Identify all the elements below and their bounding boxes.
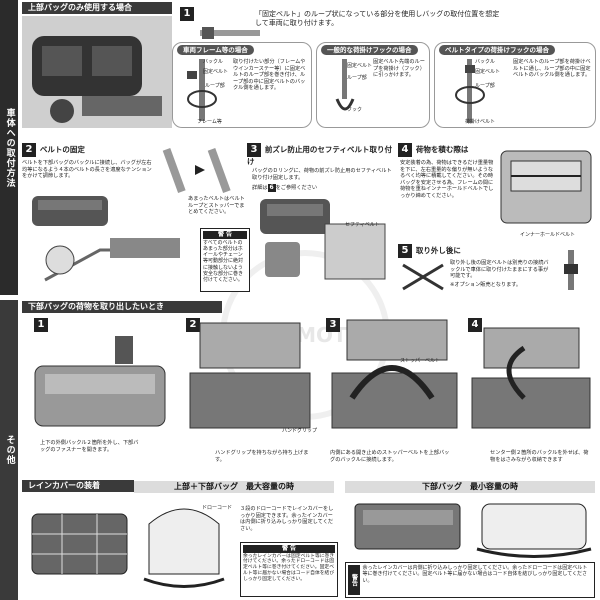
- rain-cover-full-title: 上部＋下部バッグ 最大容量の時: [134, 481, 334, 493]
- step-2-warning-text: すべてのベルトのあまった部分はホイールやチェーン等可動部分に絶対に接触しないよう…: [203, 239, 244, 284]
- other-step-4-text: センター側２箇所のバックルを外せば、荷物をはさみながら収納できます: [490, 450, 589, 463]
- rain-cover-min-title: 下部バッグ 最小容量の時: [345, 481, 595, 493]
- step-3-text: バッグのＤリングに、荷物の前ズレ防止用のセフティベルト取り付け固定します。: [252, 168, 392, 181]
- other-step-3-text: 内側にある開き止めのストッパーベルトを上部バッグのバックルに接続します。: [330, 450, 450, 463]
- frame-title: 車両フレーム等の場合: [177, 45, 254, 56]
- other-step-4-illustration: [471, 327, 591, 429]
- sidebar-other: その他: [0, 300, 18, 600]
- other-step-1-badge: 1: [34, 318, 48, 332]
- hook-label-loop: ループ部: [347, 75, 367, 81]
- rain-cover-warning-min-title: 警告: [348, 565, 360, 595]
- belt-type-illustration: [455, 59, 485, 123]
- belt-type-text: 固定ベルトのループ部を荷掛けベルトに通し、ループ部の中に固定ベルトのバックル側を…: [513, 59, 591, 78]
- frame-label-loop: ループ部: [205, 83, 225, 89]
- section-header-take-out: 下部バッグの荷物を取り出したいとき: [22, 301, 222, 313]
- step-2-excess: あまったベルトはベルトループとストッパーでまとめてください。: [188, 196, 245, 215]
- step-3-heading: 3 前ズレ防止用のセフティベルト取り付け: [247, 143, 392, 166]
- belt-type-box: ベルトタイプの荷掛けフックの場合 バックル 固定ベルト ループ部 荷掛けベルト …: [434, 42, 596, 128]
- inner-hold-belt-illustration: [500, 150, 592, 224]
- frame-box: 車両フレーム等の場合 バックル 固定ベルト ループ部 フレーム等 取り付けたい部…: [172, 42, 312, 128]
- other-step-3-badge: 3: [326, 318, 340, 332]
- rain-cover-min-cover-illustration: [476, 503, 592, 558]
- step-2-text: ベルトを下部バッグのバックルに接続し、バッグが左右均等になるよう４本のベルトの長…: [22, 160, 152, 179]
- rain-cover-full-illustration: [143, 508, 225, 588]
- rain-cover-warning-min: 警告 余ったレインカバーは内側に折り込みしっかり固定してください。余ったドローコ…: [345, 562, 595, 598]
- other-step-3-illustration: [331, 319, 458, 429]
- belt-type-label-loop: ループ部: [475, 83, 495, 89]
- hand-grip-label: ハンドグリップ: [282, 428, 318, 434]
- hook-label-hook: フック: [347, 107, 363, 113]
- motorcycle-illustration: [44, 238, 180, 282]
- frame-illustration: [187, 59, 217, 121]
- rain-cover-warning-full: 警 告 余ったレインカバーは固定ベルト等に巻き付けてください。余ったドローコード…: [240, 542, 338, 597]
- other-step-2-illustration: [189, 322, 311, 429]
- hook-illustration: [335, 59, 355, 111]
- frame-label-buckle: バックル: [203, 59, 223, 65]
- safety-belt-bag-illustration: [260, 199, 386, 280]
- other-step-4-badge: 4: [468, 318, 482, 332]
- step-1-badge: 1: [180, 7, 194, 21]
- bag-photo: [22, 16, 172, 128]
- step-1-intro: 「固定ベルト」のループ状になっている部分を使用しバッグの取付位置を想定して車両に…: [255, 10, 500, 27]
- step-2-warning-title: 警 告: [203, 231, 247, 239]
- buckle-removed-illustration: [402, 263, 444, 291]
- draw-cord-label: ドローコード: [202, 505, 233, 511]
- rain-cover-warning-full-text: 余ったレインカバーは固定ベルト等に巻き付けてください。余ったドローコードは固定ベ…: [243, 553, 335, 583]
- rain-cover-warning-full-title: 警 告: [243, 545, 335, 553]
- step-2-heading: 2 ベルトの固定: [22, 143, 85, 157]
- frame-label-belt: 固定ベルト: [203, 69, 229, 75]
- step-2-warning: 警 告 すべてのベルトのあまった部分はホイールやチェーン等可動部分に絶対に接触し…: [200, 228, 250, 292]
- rain-cover-net-illustration: [31, 513, 128, 575]
- step-5-heading: 5 取り外し後に: [398, 244, 461, 258]
- belt-type-label-buckle: バックル: [475, 59, 495, 65]
- lower-bag-illustration: [32, 196, 108, 226]
- step-4-text: 安定装着の為、荷物はできるだけ重量物を下に、左右重量的な偏りが無いようなるべく均…: [400, 160, 494, 199]
- sidebar-install: 車体への取付方法: [0, 0, 18, 295]
- hook-title: 一般的な荷掛けフックの場合: [321, 45, 418, 56]
- buckle-attached-illustration: [564, 250, 578, 290]
- other-step-1-text: 上下の外側バックル２箇所を外し、下部バッグのファスナーを開きます。: [40, 440, 139, 453]
- inner-hold-belt-label: インナーホールドベルト: [520, 232, 576, 238]
- frame-text: 取り付けたい部分（フレームやウインカーステー等）に固定ベルトのループ部を巻き付け…: [233, 59, 306, 91]
- frame-label-frame: フレーム等: [197, 119, 222, 125]
- safety-belt-label: セフティベルト: [345, 222, 380, 228]
- belt-type-title: ベルトタイプの荷掛けフックの場合: [439, 45, 555, 56]
- other-step-1-illustration: [34, 336, 166, 427]
- step-4-heading: 4 荷物を積む際は: [398, 143, 468, 157]
- rain-cover-text: ３段のドローコードでレインカバーをしっかり固定できます。余ったインカバーは内側に…: [240, 506, 334, 532]
- other-step-2-text: ハンドグリップを持ちながら持ち上げます。: [215, 450, 309, 463]
- step-5-note: ※オプション販売となります。: [450, 282, 522, 288]
- section-header-upper-only: 上部バッグのみ使用する場合: [22, 2, 172, 14]
- hook-text: 固定ベルト先端のループを荷掛け（フック）に引っかけます。: [373, 59, 425, 78]
- hook-label-belt: 固定ベルト: [347, 63, 373, 69]
- section-header-rain-cover: レインカバーの装着: [22, 480, 134, 492]
- fixing-belt-illustration: [200, 27, 260, 39]
- belt-strap-illustration: [162, 147, 231, 193]
- stopper-belt-label: ストッパーベルト: [400, 358, 441, 364]
- other-step-2-badge: 2: [186, 318, 200, 332]
- belt-type-label-belt: 固定ベルト: [475, 69, 501, 75]
- belt-type-label-hook-belt: 荷掛けベルト: [465, 119, 496, 125]
- rain-cover-warning-min-text: 余ったレインカバーは内側に折り込みしっかり固定してください。余ったドローコードは…: [362, 565, 588, 584]
- step-5-text: 取り外し後の固定ベルトは別売りの接続バックルで車体に取り付けたままにする事が可能…: [450, 260, 549, 279]
- hook-box: 一般的な荷掛けフックの場合 固定ベルト ループ部 フック 固定ベルト先端のループ…: [316, 42, 430, 128]
- rain-cover-min-bag-illustration: [354, 503, 461, 550]
